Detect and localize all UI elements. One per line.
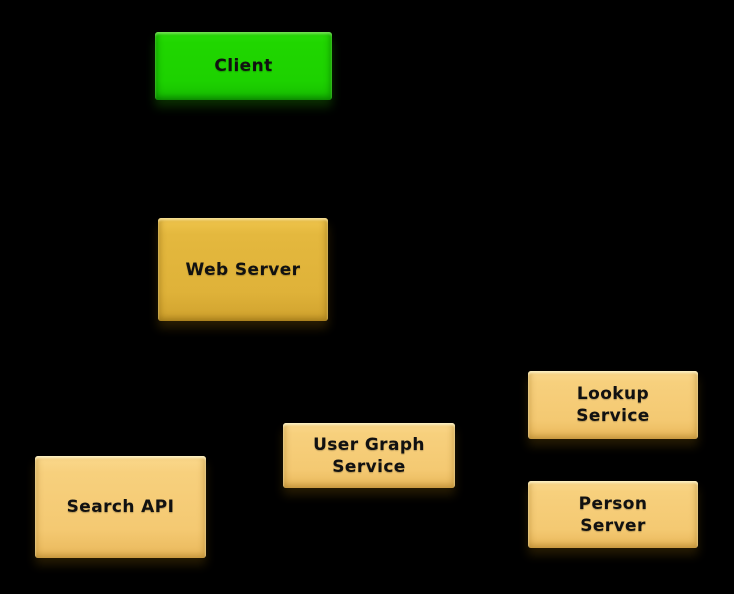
node-label-person-server: Person Server <box>578 493 648 536</box>
diagram-node-web-server: Web Server <box>158 218 328 321</box>
node-label-client: Client <box>214 56 273 76</box>
diagram-node-user-graph-service: User Graph Service <box>283 423 455 488</box>
node-label-lookup-service: Lookup Service <box>576 384 650 426</box>
diagram-node-person-server: Person Server <box>528 481 698 548</box>
diagram-node-client: Client <box>155 32 332 100</box>
node-label-web-server: Web Server <box>185 259 301 280</box>
node-label-user-graph-service: User Graph Service <box>313 434 425 477</box>
diagram-node-lookup-service: Lookup Service <box>528 371 698 439</box>
diagram-node-search-api: Search API <box>35 456 206 558</box>
node-label-search-api: Search API <box>66 497 175 517</box>
